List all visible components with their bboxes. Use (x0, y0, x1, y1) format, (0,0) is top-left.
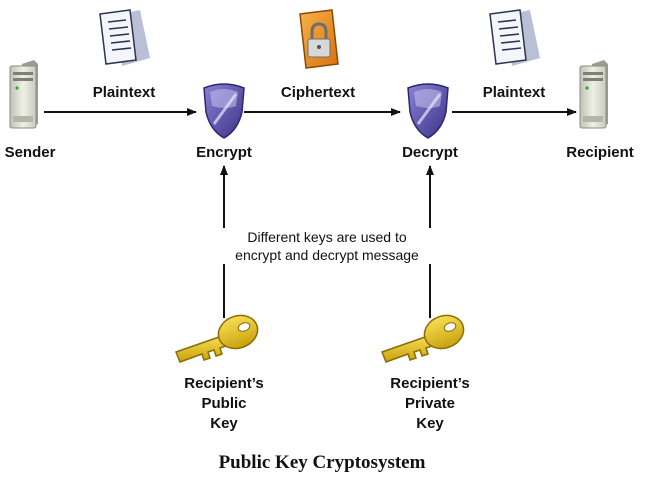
note-line-1: Different keys are used to (247, 229, 407, 245)
key-icon (381, 314, 465, 363)
note-text: Different keys are used to encrypt and d… (212, 228, 442, 264)
public-key-label-line-1: Recipient’s (184, 375, 264, 392)
public-key-label-line-3: Key (210, 415, 238, 432)
locked-document-icon (299, 9, 339, 69)
private-key-label-line-3: Key (416, 415, 444, 432)
private-key-label-line-2: Private (404, 395, 456, 412)
node-label-sender: Sender (4, 144, 56, 161)
edge-label-ciphertext: Ciphertext (280, 84, 356, 101)
shield-icon (407, 83, 449, 139)
note-line-2: encrypt and decrypt message (235, 247, 419, 263)
node-label-recipient: Recipient (566, 144, 634, 161)
node-label-decrypt: Decrypt (402, 144, 458, 161)
server-icon (579, 60, 608, 129)
shield-icon (203, 83, 245, 139)
document-icon (99, 9, 150, 66)
server-icon (9, 60, 38, 129)
edge-label-plaintext-out: Plaintext (482, 84, 546, 101)
private-key-label: Recipient’s Private Key (370, 374, 490, 434)
node-label-encrypt: Encrypt (196, 144, 252, 161)
document-icon (489, 9, 540, 66)
private-key-label-line-1: Recipient’s (390, 375, 470, 392)
public-key-label-line-2: Public (201, 395, 247, 412)
public-key-label: Recipient’s Public Key (164, 374, 284, 434)
edge-label-plaintext-in: Plaintext (92, 84, 156, 101)
figure-caption: Public Key Cryptosystem (218, 452, 426, 473)
key-icon (175, 314, 259, 363)
